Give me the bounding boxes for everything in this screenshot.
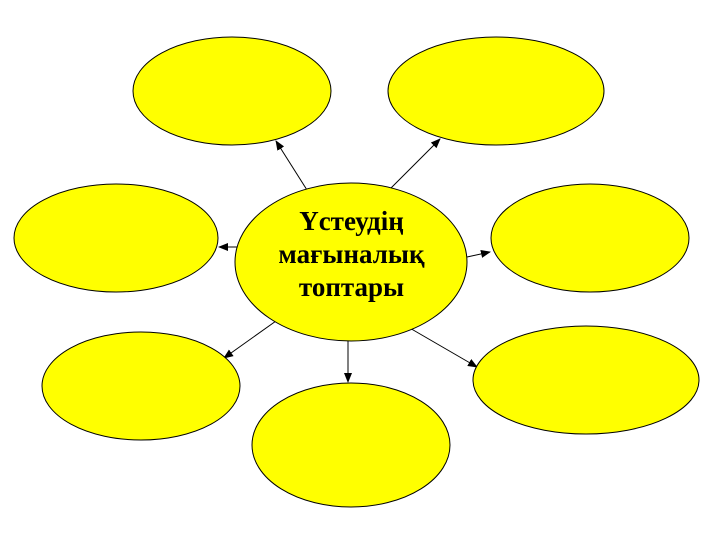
arrow-to-top-right	[390, 138, 441, 189]
ellipse-bottom-right	[472, 325, 700, 435]
outer-ellipses	[13, 36, 700, 508]
ellipse-bottom-center	[251, 382, 451, 508]
center-topic-label: Үстеудің мағыналық топтары	[236, 205, 467, 304]
center-ellipse	[234, 182, 468, 342]
ellipse-right	[490, 183, 690, 293]
ellipse-top-right	[387, 36, 605, 146]
arrow-to-right	[466, 250, 491, 258]
center-line-3: топтары	[298, 272, 405, 302]
connector-arrows	[218, 138, 491, 383]
arrow-to-top-left	[275, 140, 308, 191]
arrow-to-bottom-left	[223, 320, 277, 359]
center-line-2: мағыналық	[278, 239, 425, 269]
ellipse-bottom-left	[41, 331, 241, 441]
arrow-to-bottom-right	[407, 326, 478, 368]
ellipse-top-left	[132, 36, 332, 146]
center-line-1: Үстеудің	[299, 206, 404, 236]
ellipse-left	[13, 183, 219, 293]
